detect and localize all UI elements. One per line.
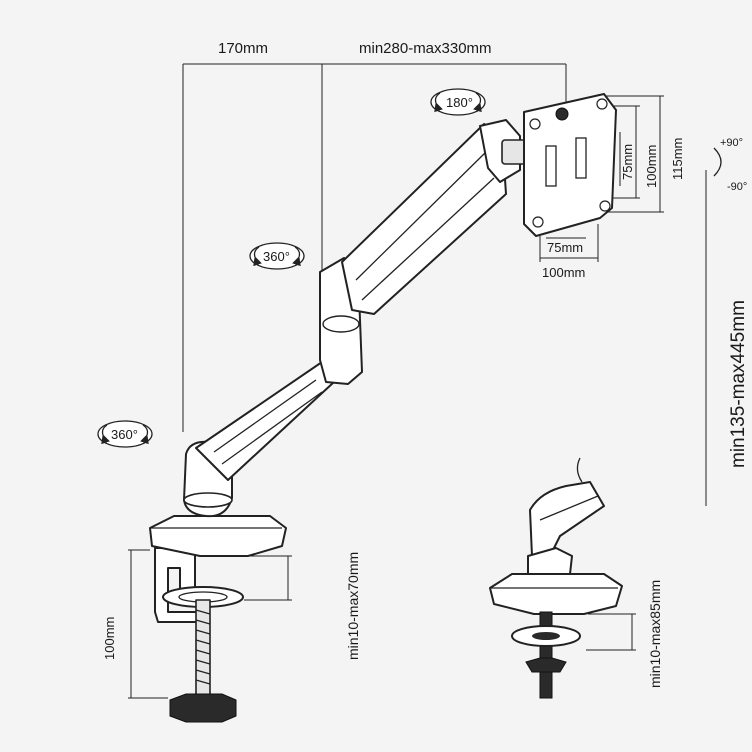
arm-swivel-label: 360° [263, 249, 290, 264]
vesa-dimension-lines [539, 95, 664, 262]
tilt-down-label: -90° [727, 181, 747, 193]
arm-swivel-badge: 360° [249, 242, 305, 270]
grommet-thickness-label: min10-max85mm [647, 580, 663, 688]
plate-outer-height-label: 100mm [644, 145, 659, 188]
monitor-arm-illustration [149, 93, 617, 723]
tilt-indicator: +90° -90° [713, 137, 747, 193]
clamp-depth-label: 100mm [102, 617, 117, 660]
tilt-up-label: +90° [720, 137, 743, 149]
arm-reach-label: min280-max330mm [359, 40, 492, 57]
head-swivel-badge: 180° [430, 88, 486, 116]
plate-inner-width-label: 75mm [547, 240, 583, 255]
head-swivel-label: 180° [446, 95, 473, 110]
base-swivel-label: 360° [111, 427, 138, 442]
clamp-thickness-label: min10-max70mm [345, 552, 361, 660]
height-range-label: min135-max445mm [728, 300, 749, 468]
plate-inner-height-label: 75mm [620, 144, 635, 180]
top-dimension-lines [182, 63, 567, 432]
plate-outer-width-label: 100mm [542, 265, 585, 280]
plate-total-height-label: 115mm [670, 138, 685, 180]
offset-width-label: 170mm [218, 40, 268, 57]
base-swivel-badge: 360° [97, 420, 153, 448]
grommet-inset-illustration [489, 457, 636, 699]
clamp-dimension-lines [128, 549, 292, 699]
